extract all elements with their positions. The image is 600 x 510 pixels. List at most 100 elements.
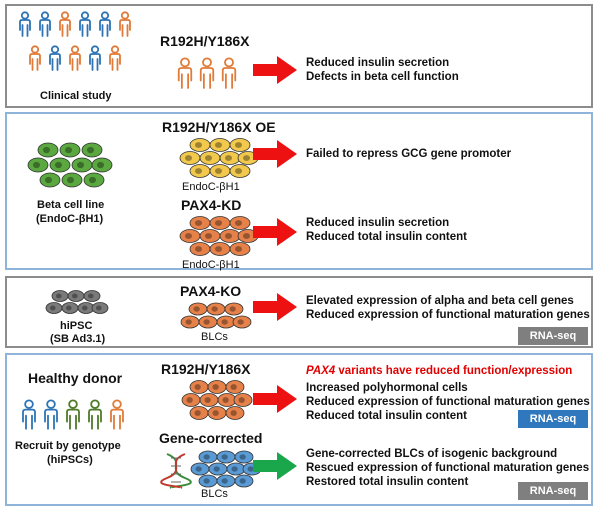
blc-cell-cluster-blue-icon	[190, 450, 262, 488]
cell-shape	[189, 242, 211, 256]
result-arrow-red	[253, 293, 297, 321]
clinical-study-caption: Clinical study	[40, 90, 112, 102]
cell-shape	[189, 138, 211, 152]
cell-shape	[189, 216, 211, 230]
person-icon	[39, 11, 51, 37]
gene-corrected-cell-label: BLCs	[201, 488, 228, 500]
cell-shape	[198, 450, 218, 464]
beta-cell-cluster-icon	[27, 142, 113, 188]
donor-group-icon	[22, 399, 124, 430]
cell-shape	[226, 462, 246, 476]
hipsc-caption-1: hiPSC	[60, 320, 93, 332]
cell-shape	[198, 315, 218, 329]
person-icon	[199, 57, 215, 89]
person-icon	[44, 399, 58, 430]
result-arrow-red	[253, 140, 297, 168]
cell-shape	[91, 302, 109, 314]
result-arrow-green	[253, 452, 297, 480]
cell-shape	[190, 462, 210, 476]
rna-seq-badge: RNA-seq	[518, 410, 588, 428]
cell-shape	[217, 393, 237, 407]
oe-cell-label: EndoC-βH1	[182, 181, 240, 193]
cell-shape	[51, 290, 69, 302]
recruit-caption-1: Recruit by genotype	[15, 440, 121, 452]
person-icon	[88, 399, 102, 430]
cell-shape	[225, 406, 245, 420]
person-icon	[109, 45, 121, 71]
cell-shape	[199, 229, 221, 243]
result-arrow-red	[253, 56, 297, 84]
panel-clinical-study	[5, 4, 593, 108]
cell-shape	[216, 315, 236, 329]
ko-result-2: Reduced expression of functional maturat…	[306, 309, 590, 321]
person-icon	[119, 11, 131, 37]
kd-result-2: Reduced total insulin content	[306, 231, 468, 243]
person-icon	[49, 45, 61, 71]
cell-shape	[188, 302, 208, 316]
cell-shape	[208, 462, 228, 476]
oe-title: R192H/Y186X OE	[162, 119, 276, 135]
person-icon	[177, 57, 193, 89]
cell-shape	[83, 290, 101, 302]
person-icon	[59, 11, 71, 37]
endoc-cell-cluster-yellow-icon	[179, 138, 259, 178]
cell-shape	[209, 164, 231, 178]
cell-shape	[229, 242, 251, 256]
cell-shape	[199, 151, 221, 165]
cell-shape	[207, 380, 227, 394]
cell-shape	[71, 157, 93, 173]
cell-shape	[179, 229, 201, 243]
cell-shape	[37, 142, 59, 158]
donor-genotype-title: R192H/Y186X	[161, 361, 251, 377]
rna-seq-badge: RNA-seq	[518, 482, 588, 500]
donor-result-3: Reduced total insulin content	[306, 410, 468, 422]
person-icon	[79, 11, 91, 37]
healthy-donor-title: Healthy donor	[28, 370, 123, 386]
cell-shape	[61, 172, 83, 188]
hipsc-cell-cluster-icon	[45, 290, 109, 314]
cell-shape	[216, 474, 236, 488]
cell-shape	[229, 216, 251, 230]
cell-shape	[233, 393, 253, 407]
cell-shape	[224, 302, 244, 316]
kd-result-1: Reduced insulin secretion	[306, 217, 450, 229]
person-icon	[99, 11, 111, 37]
clinical-genotype-title: R192H/Y186X	[160, 33, 250, 49]
cell-shape	[189, 164, 211, 178]
pax4-variants-text: variants have reduced function/expressio…	[335, 365, 573, 377]
cell-shape	[181, 393, 201, 407]
cell-shape	[45, 302, 63, 314]
corrected-result-3: Restored total insulin content	[306, 476, 469, 488]
cell-shape	[209, 216, 231, 230]
cell-shape	[83, 172, 105, 188]
corrected-result-1: Gene-corrected BLCs of isogenic backgrou…	[306, 448, 558, 460]
cell-shape	[59, 142, 81, 158]
cell-shape	[180, 315, 200, 329]
pax4-variants-highlight: PAX4 variants have reduced function/expr…	[306, 364, 572, 379]
cell-shape	[61, 302, 79, 314]
blc-cell-cluster-orange-icon	[181, 380, 253, 420]
cell-shape	[225, 380, 245, 394]
rna-seq-badge: RNA-seq	[518, 327, 588, 345]
cell-shape	[27, 157, 49, 173]
cell-shape	[219, 229, 241, 243]
pax4-gene-name: PAX4	[306, 365, 336, 377]
cell-shape	[206, 302, 226, 316]
endoc-cell-cluster-orange-icon	[179, 216, 259, 256]
ko-cell-label: BLCs	[201, 331, 228, 343]
cell-shape	[199, 393, 219, 407]
cell-shape	[198, 474, 218, 488]
donor-result-1: Increased polyhormonal cells	[306, 382, 468, 394]
panel-healthy-donor	[5, 353, 593, 506]
cell-shape	[179, 151, 201, 165]
cell-shape	[39, 172, 61, 188]
cell-shape	[229, 164, 251, 178]
dna-helix-icon	[160, 453, 192, 489]
result-arrow-red	[253, 218, 297, 246]
donor-result-2: Reduced expression of functional maturat…	[306, 396, 590, 408]
cell-shape	[189, 406, 209, 420]
result-arrow-red	[253, 385, 297, 413]
person-icon	[89, 45, 101, 71]
clinical-result-1: Reduced insulin secretion	[306, 57, 450, 69]
patient-group-icon	[19, 11, 131, 71]
